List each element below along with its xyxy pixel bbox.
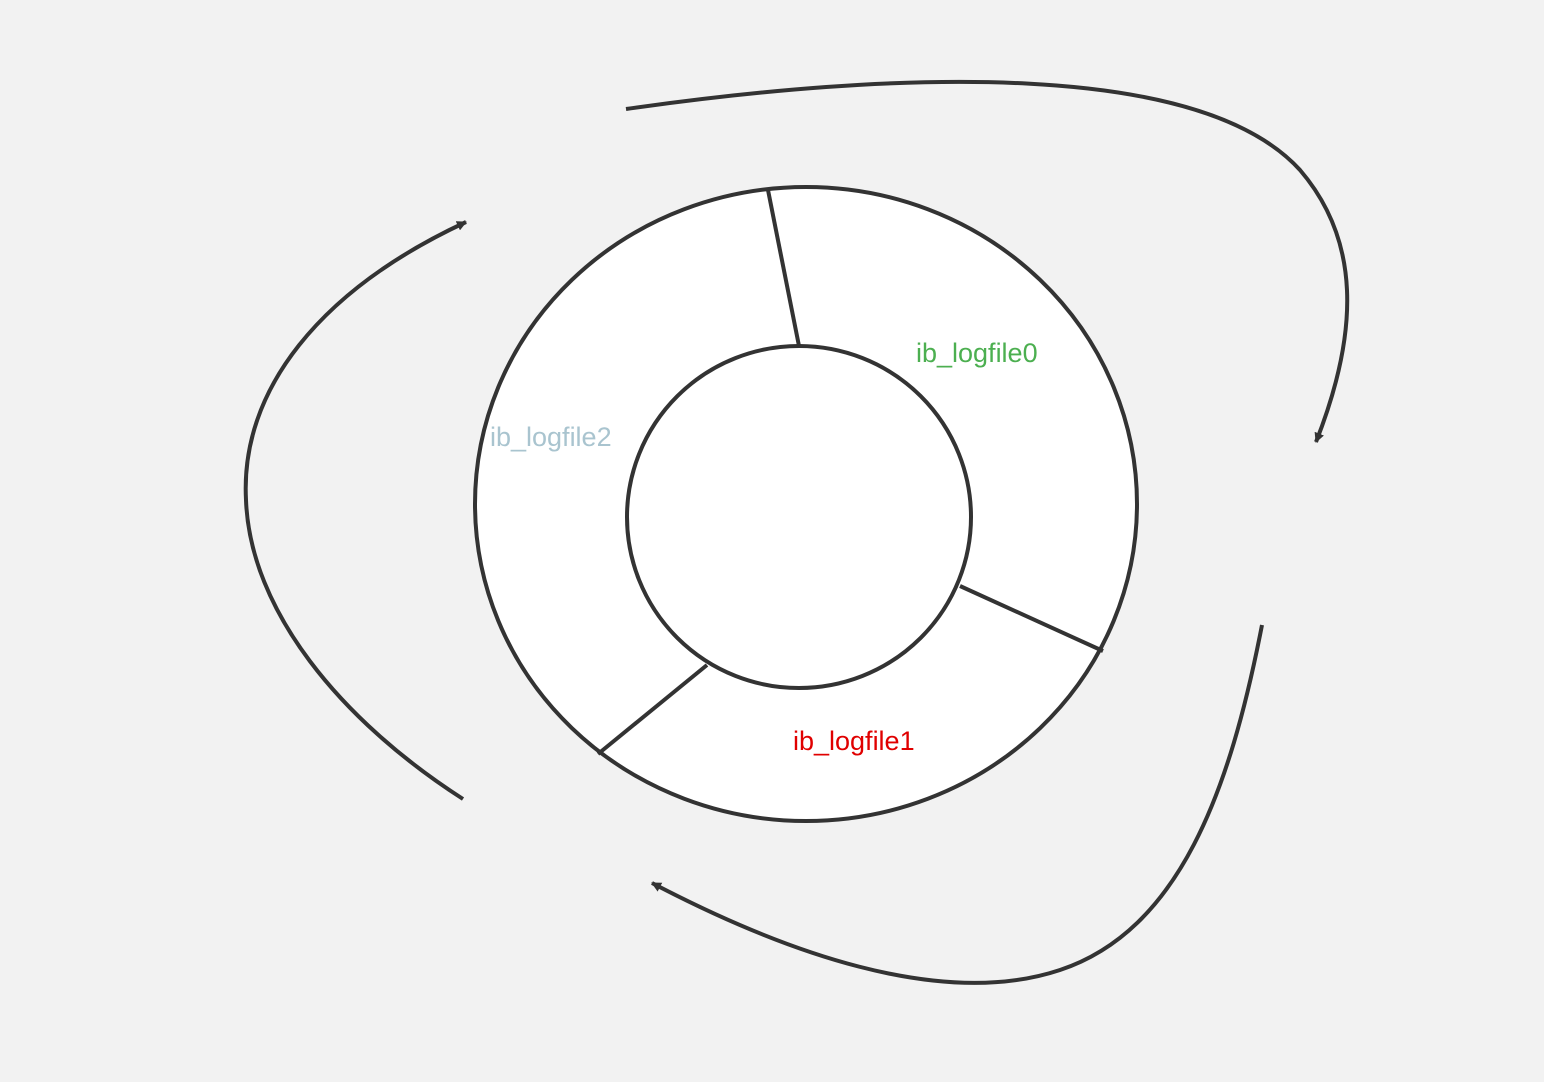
arrow-bottom <box>651 624 1264 985</box>
inner-ring <box>625 344 973 690</box>
divider-logfile1-logfile2 <box>596 663 709 756</box>
label-logfile1: ib_logfile1 <box>793 726 915 756</box>
label-logfile2: ib_logfile2 <box>490 422 612 452</box>
divider-logfile0-logfile1 <box>959 584 1104 653</box>
label-logfile0: ib_logfile0 <box>916 338 1038 368</box>
divider-logfile2-logfile0 <box>766 189 801 347</box>
arrow-top-right <box>625 79 1350 443</box>
arrow-left <box>243 220 467 801</box>
